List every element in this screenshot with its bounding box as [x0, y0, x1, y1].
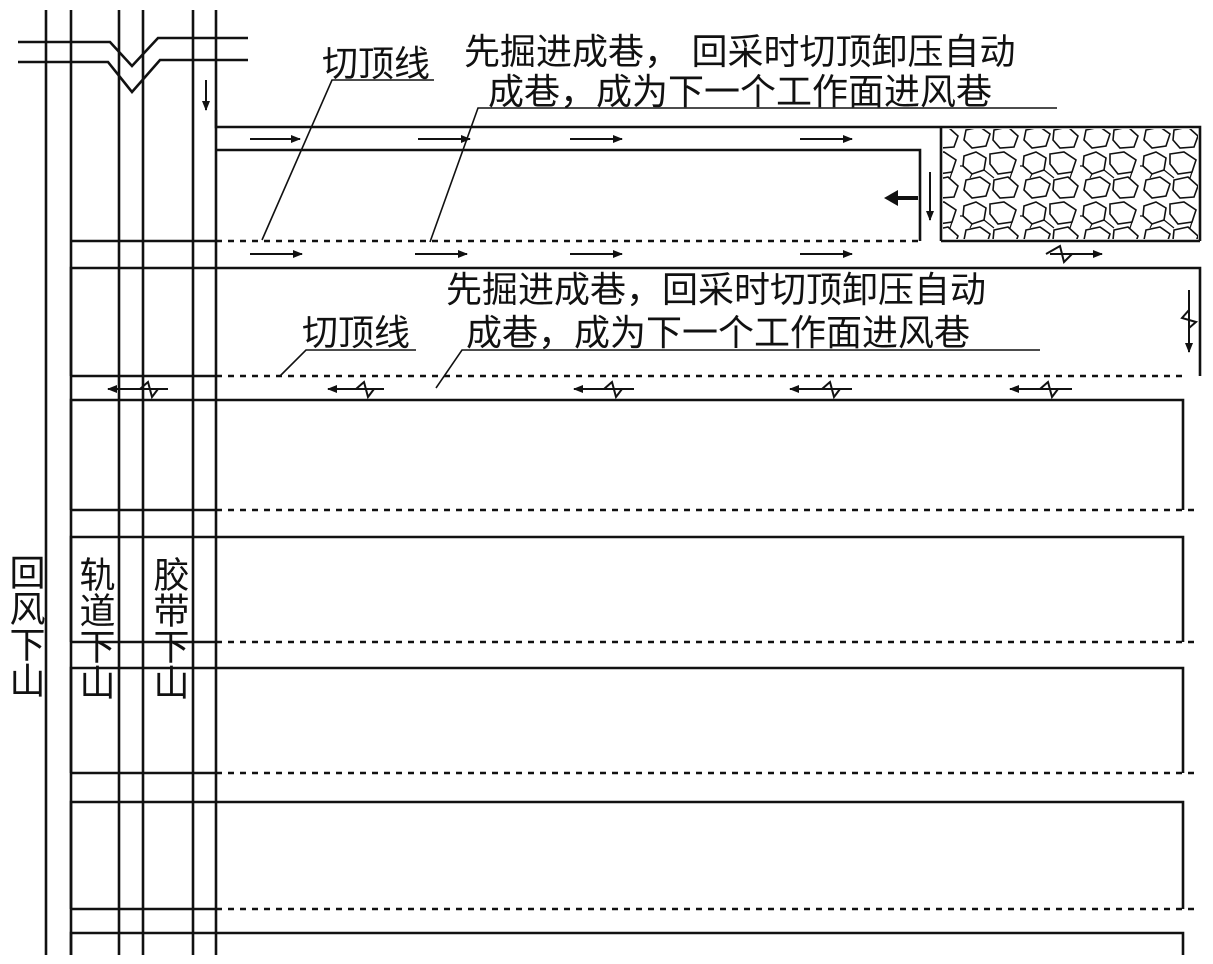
note-label-2-line-1: 先掘进成巷，回采时切顶卸压自动: [446, 270, 986, 311]
panel-5: [69, 666, 1185, 775]
leader-note-1: [429, 107, 1057, 243]
note-label-1-line-2: 成巷，成为下一个工作面进风巷: [488, 72, 992, 113]
note-label-2-line-2: 成巷，成为下一个工作面进风巷: [466, 313, 970, 354]
top-crossing-roadway: [18, 36, 248, 95]
declines: [44, 10, 218, 955]
panel-6: [69, 800, 1185, 955]
airflow-arrow-bold: [884, 190, 918, 206]
return-air-arrow-vertical: [1180, 290, 1199, 353]
leader-lines: [261, 79, 1057, 389]
panel-1: [71, 110, 1202, 243]
return-air-arrow: [327, 380, 384, 400]
note-label-1-line-1: 先掘进成巷， 回采时切顶卸压自动: [464, 32, 1015, 73]
panel-3: [69, 398, 1185, 512]
track-decline-label: 轨道下山: [74, 556, 115, 700]
return-air-arrow: [789, 380, 852, 400]
airflow-arrows: [250, 135, 1103, 258]
cut-line-label-2: 切顶线: [302, 313, 410, 354]
leader-cut-line-2: [279, 349, 416, 377]
return-air-arrow: [1009, 380, 1072, 400]
return-air-arrow: [573, 380, 634, 400]
panel-4: [69, 535, 1185, 644]
return-decline-label: 回风下山: [4, 554, 45, 698]
leader-note-2: [435, 349, 1040, 389]
return-air-arrows: [107, 244, 1199, 400]
return-air-feather: [1045, 244, 1073, 264]
cut-line-label-1: 切顶线: [322, 44, 430, 85]
belt-decline-label: 胶带下山: [148, 556, 189, 700]
panel-2: [69, 266, 1202, 378]
goaf-caved-zone: [943, 129, 1198, 239]
return-air-arrow: [107, 380, 168, 400]
leader-cut-line-1: [261, 79, 434, 241]
